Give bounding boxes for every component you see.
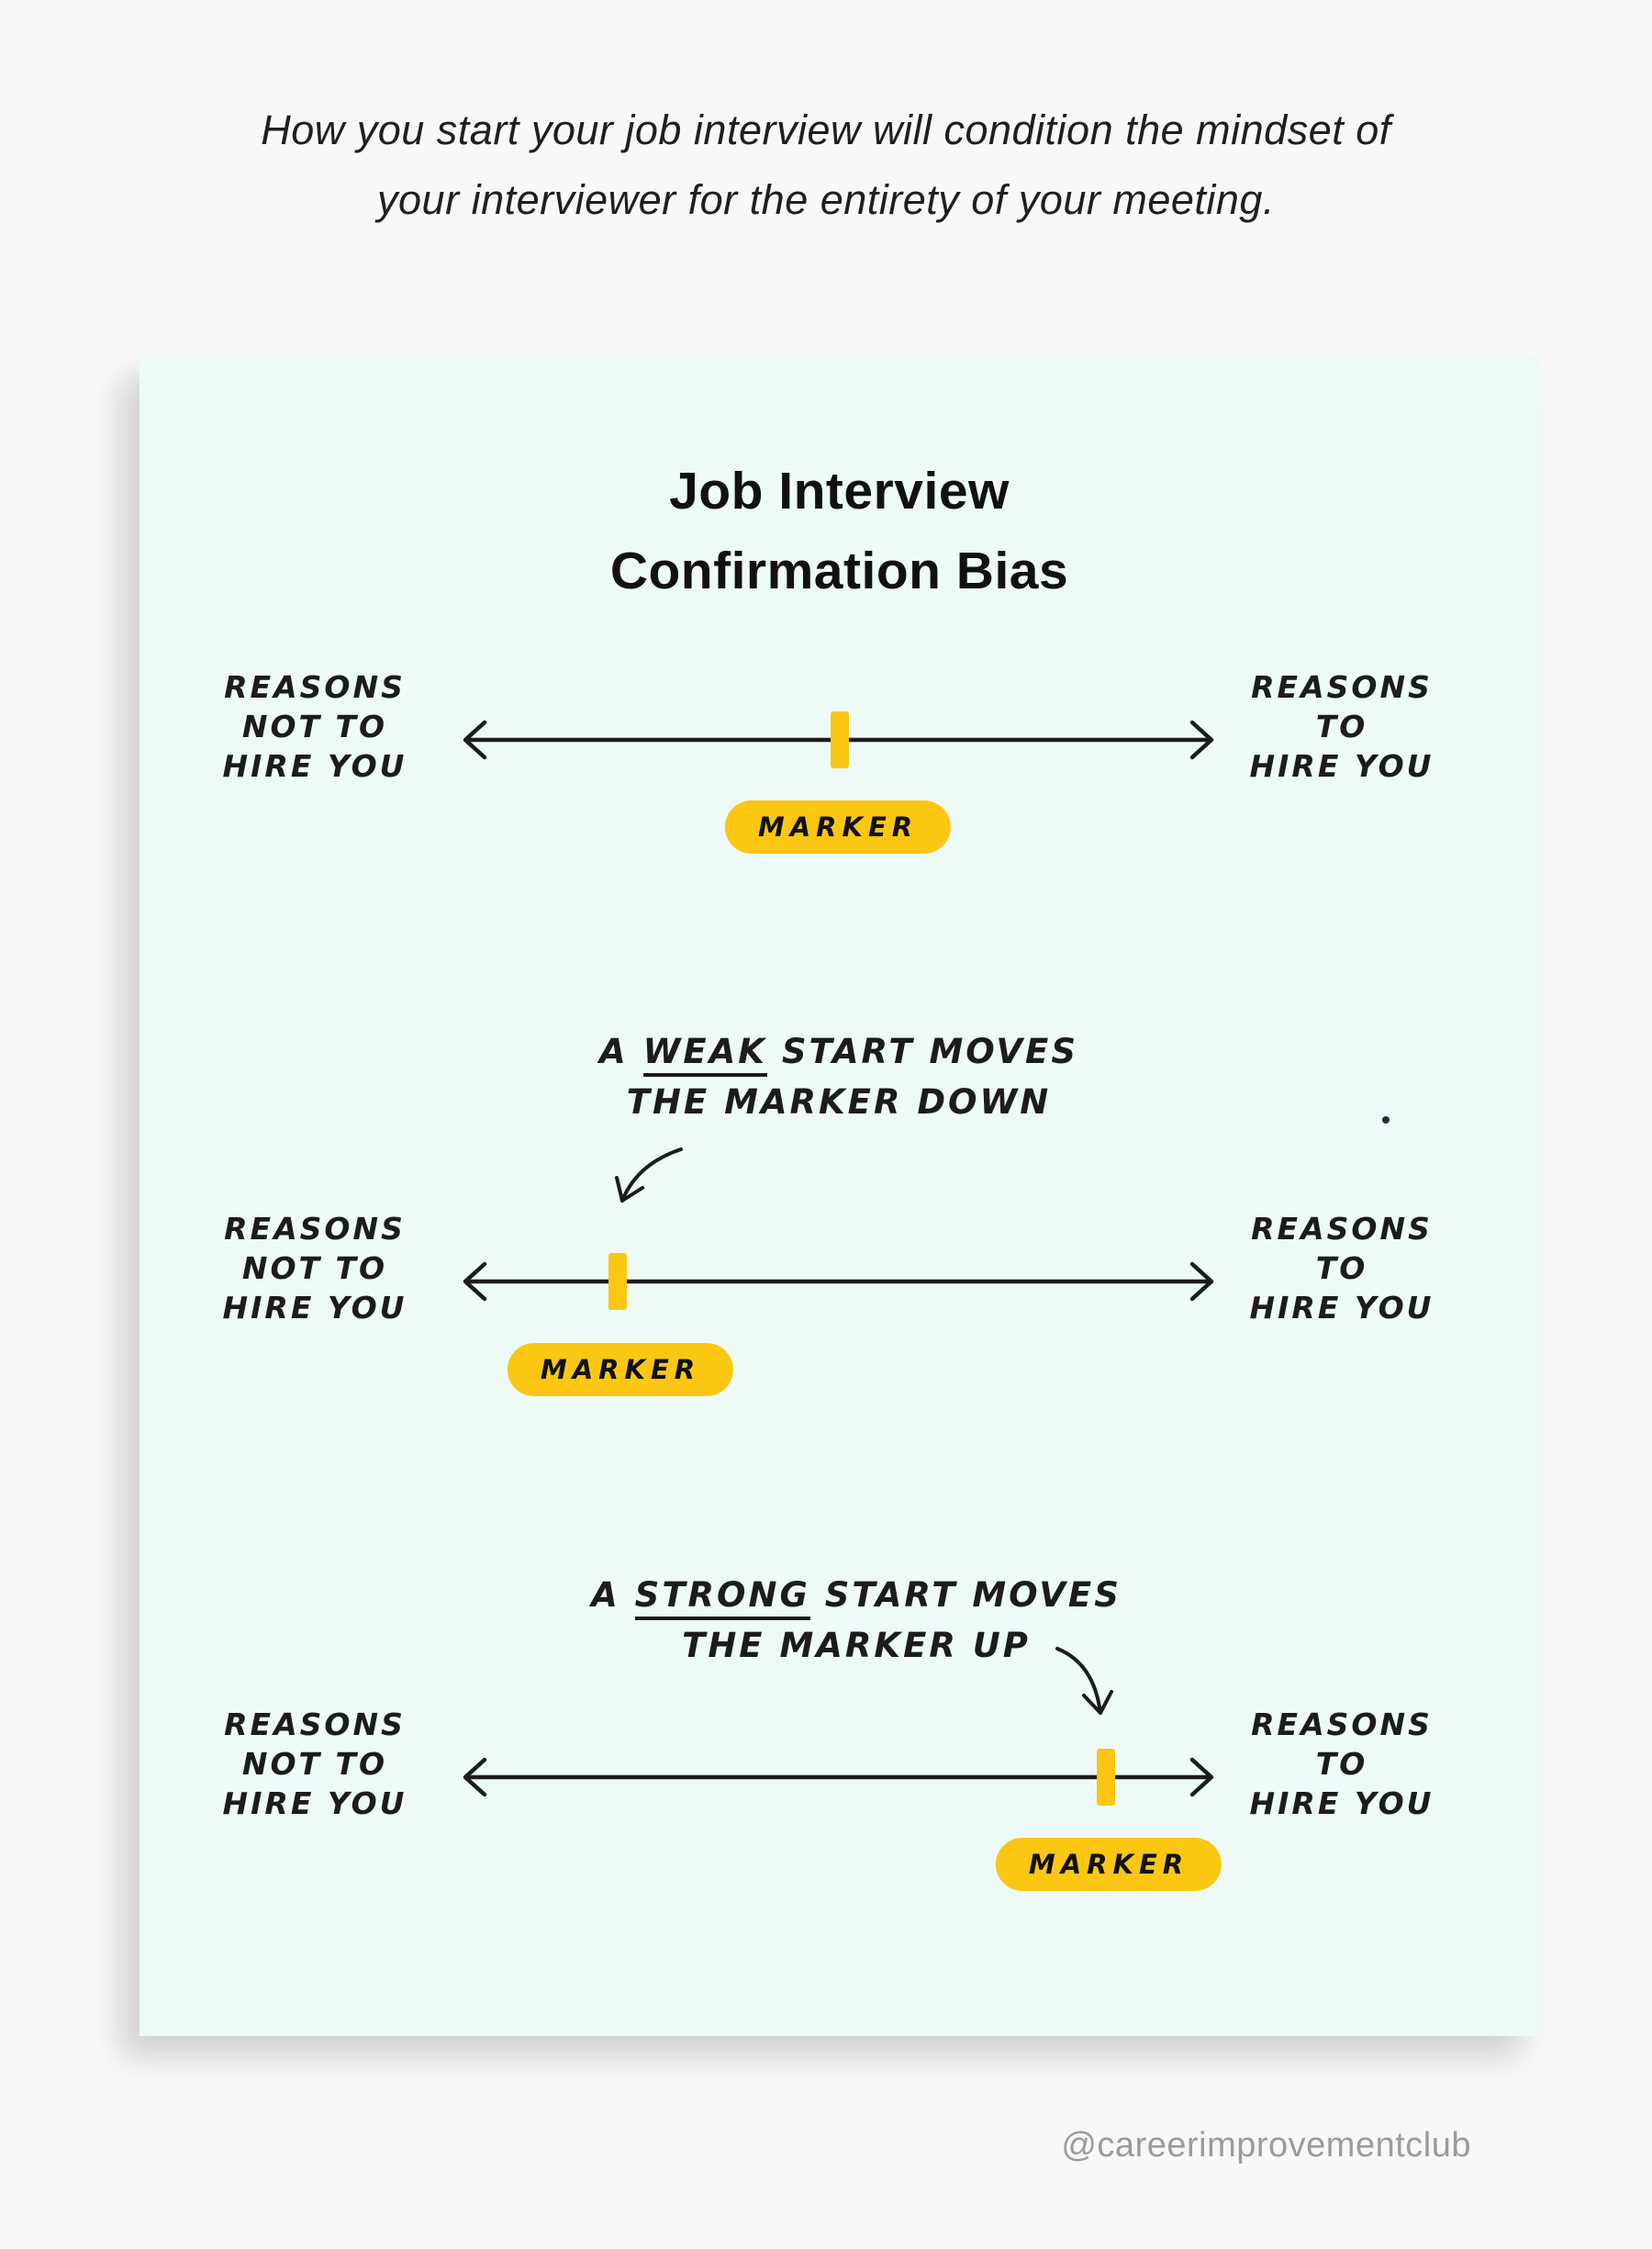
intro-quote-line2: your interviewer for the entirety of you… bbox=[377, 176, 1275, 223]
left-axis-label: REASONS NOT TO HIRE YOU bbox=[222, 669, 407, 784]
marker-tick bbox=[1097, 1749, 1115, 1806]
underlined-word: STRONG bbox=[634, 1575, 810, 1620]
card-title-line1: Job Interview bbox=[669, 462, 1010, 520]
strong-start-annotation: A STRONG START MOVES THE MARKER UP bbox=[535, 1570, 1178, 1671]
weak-annotation-line2: THE MARKER DOWN bbox=[626, 1082, 1052, 1122]
marker-tick bbox=[831, 711, 849, 768]
right-axis-label: REASONS TO HIRE YOU bbox=[1249, 669, 1434, 784]
marker-pill: MARKER bbox=[995, 1838, 1222, 1891]
underlined-word: WEAK bbox=[642, 1032, 767, 1077]
weak-annotation-line1: A WEAK START MOVES bbox=[518, 1026, 1160, 1077]
ink-dot bbox=[1382, 1116, 1390, 1124]
social-handle: @careerimprovementclub bbox=[1061, 2126, 1471, 2165]
left-axis-label: REASONS NOT TO HIRE YOU bbox=[222, 1211, 407, 1326]
marker-tick bbox=[608, 1253, 627, 1310]
strong-annotation-line2: THE MARKER UP bbox=[682, 1626, 1031, 1665]
intro-quote: How you start your job interview will co… bbox=[0, 95, 1652, 235]
left-axis-label: REASONS NOT TO HIRE YOU bbox=[222, 1706, 407, 1821]
marker-pill: MARKER bbox=[507, 1343, 734, 1396]
weak-start-annotation: A WEAK START MOVES THE MARKER DOWN bbox=[518, 1026, 1160, 1127]
card-title: Job Interview Confirmation Bias bbox=[140, 452, 1539, 611]
marker-pill: MARKER bbox=[724, 800, 952, 854]
strong-annotation-line1: A STRONG START MOVES bbox=[535, 1570, 1178, 1620]
card-title-line2: Confirmation Bias bbox=[609, 542, 1069, 600]
right-axis-label: REASONS TO HIRE YOU bbox=[1249, 1211, 1434, 1326]
right-axis-label: REASONS TO HIRE YOU bbox=[1249, 1706, 1434, 1821]
diagram-card bbox=[140, 357, 1539, 2036]
intro-quote-line1: How you start your job interview will co… bbox=[261, 106, 1391, 153]
